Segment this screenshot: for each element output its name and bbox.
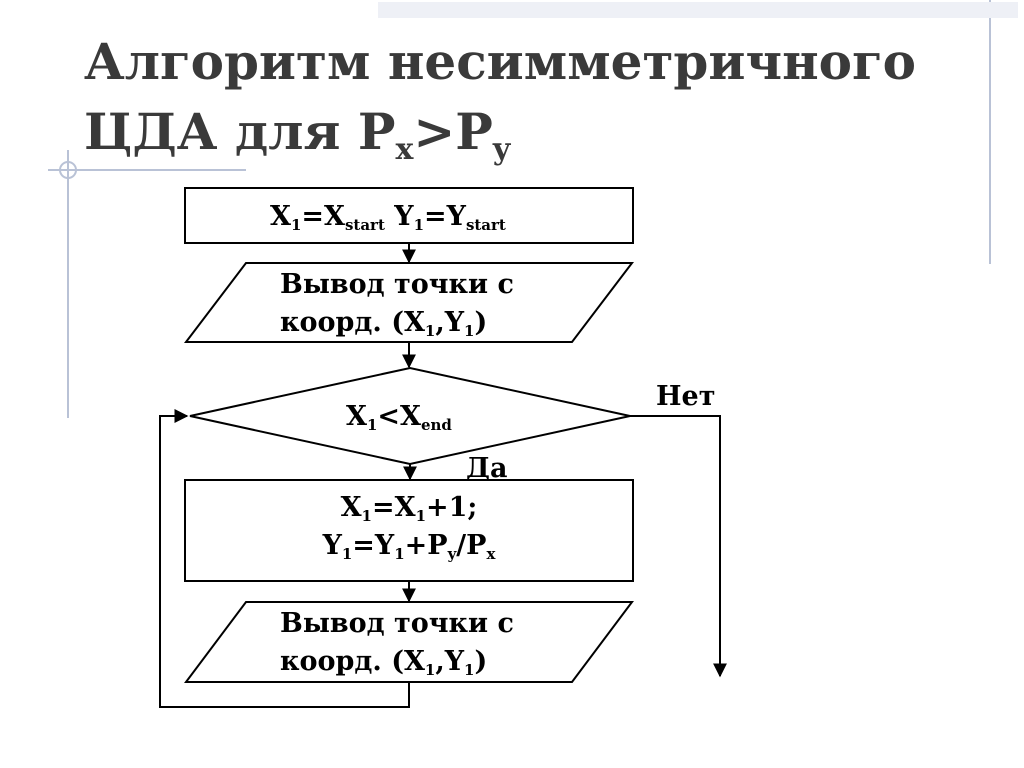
- output1-parallelogram: [183, 262, 635, 343]
- title-line-1: Алгоритм несимметричного: [84, 34, 916, 90]
- output2-line-1: Вывод точки с: [280, 608, 514, 639]
- output1-line-1: Вывод точки с: [280, 269, 514, 300]
- exit-no-connector: [630, 415, 727, 678]
- title-line-2: ЦДА для Px>Py: [84, 102, 510, 165]
- title-middle: >P: [413, 102, 493, 161]
- output1-text: Вывод точки с коорд. (X1,Y1): [280, 266, 514, 342]
- output2-parallelogram: [184, 601, 634, 683]
- update-line-1: X1=X1+1;: [340, 492, 478, 525]
- title-subscript-y: y: [492, 132, 511, 167]
- branch-label-yes: Да: [466, 453, 508, 484]
- update-process-text: X1=X1+1; Y1=Y1+Py/Px: [185, 489, 633, 565]
- header-pattern-strip: [378, 2, 1018, 18]
- output1-line-2: коорд. (X1,Y1): [280, 307, 488, 340]
- init-process-text: X1=Xstart Y1=Ystart: [270, 201, 506, 234]
- loop-back-connector: [159, 409, 410, 708]
- title-prefix: ЦДА для P: [84, 102, 396, 161]
- output2-text: Вывод точки с коорд. (X1,Y1): [280, 605, 514, 681]
- rule-circle-icon: [59, 161, 77, 179]
- title-text-1: Алгоритм несимметричного: [84, 32, 917, 91]
- decision-text: X1<Xend: [346, 401, 452, 434]
- branch-label-no: Нет: [656, 381, 716, 412]
- update-line-2: Y1=Y1+Py/Px: [322, 530, 496, 563]
- output2-line-2: коорд. (X1,Y1): [280, 646, 488, 679]
- title-subscript-x: x: [395, 132, 414, 167]
